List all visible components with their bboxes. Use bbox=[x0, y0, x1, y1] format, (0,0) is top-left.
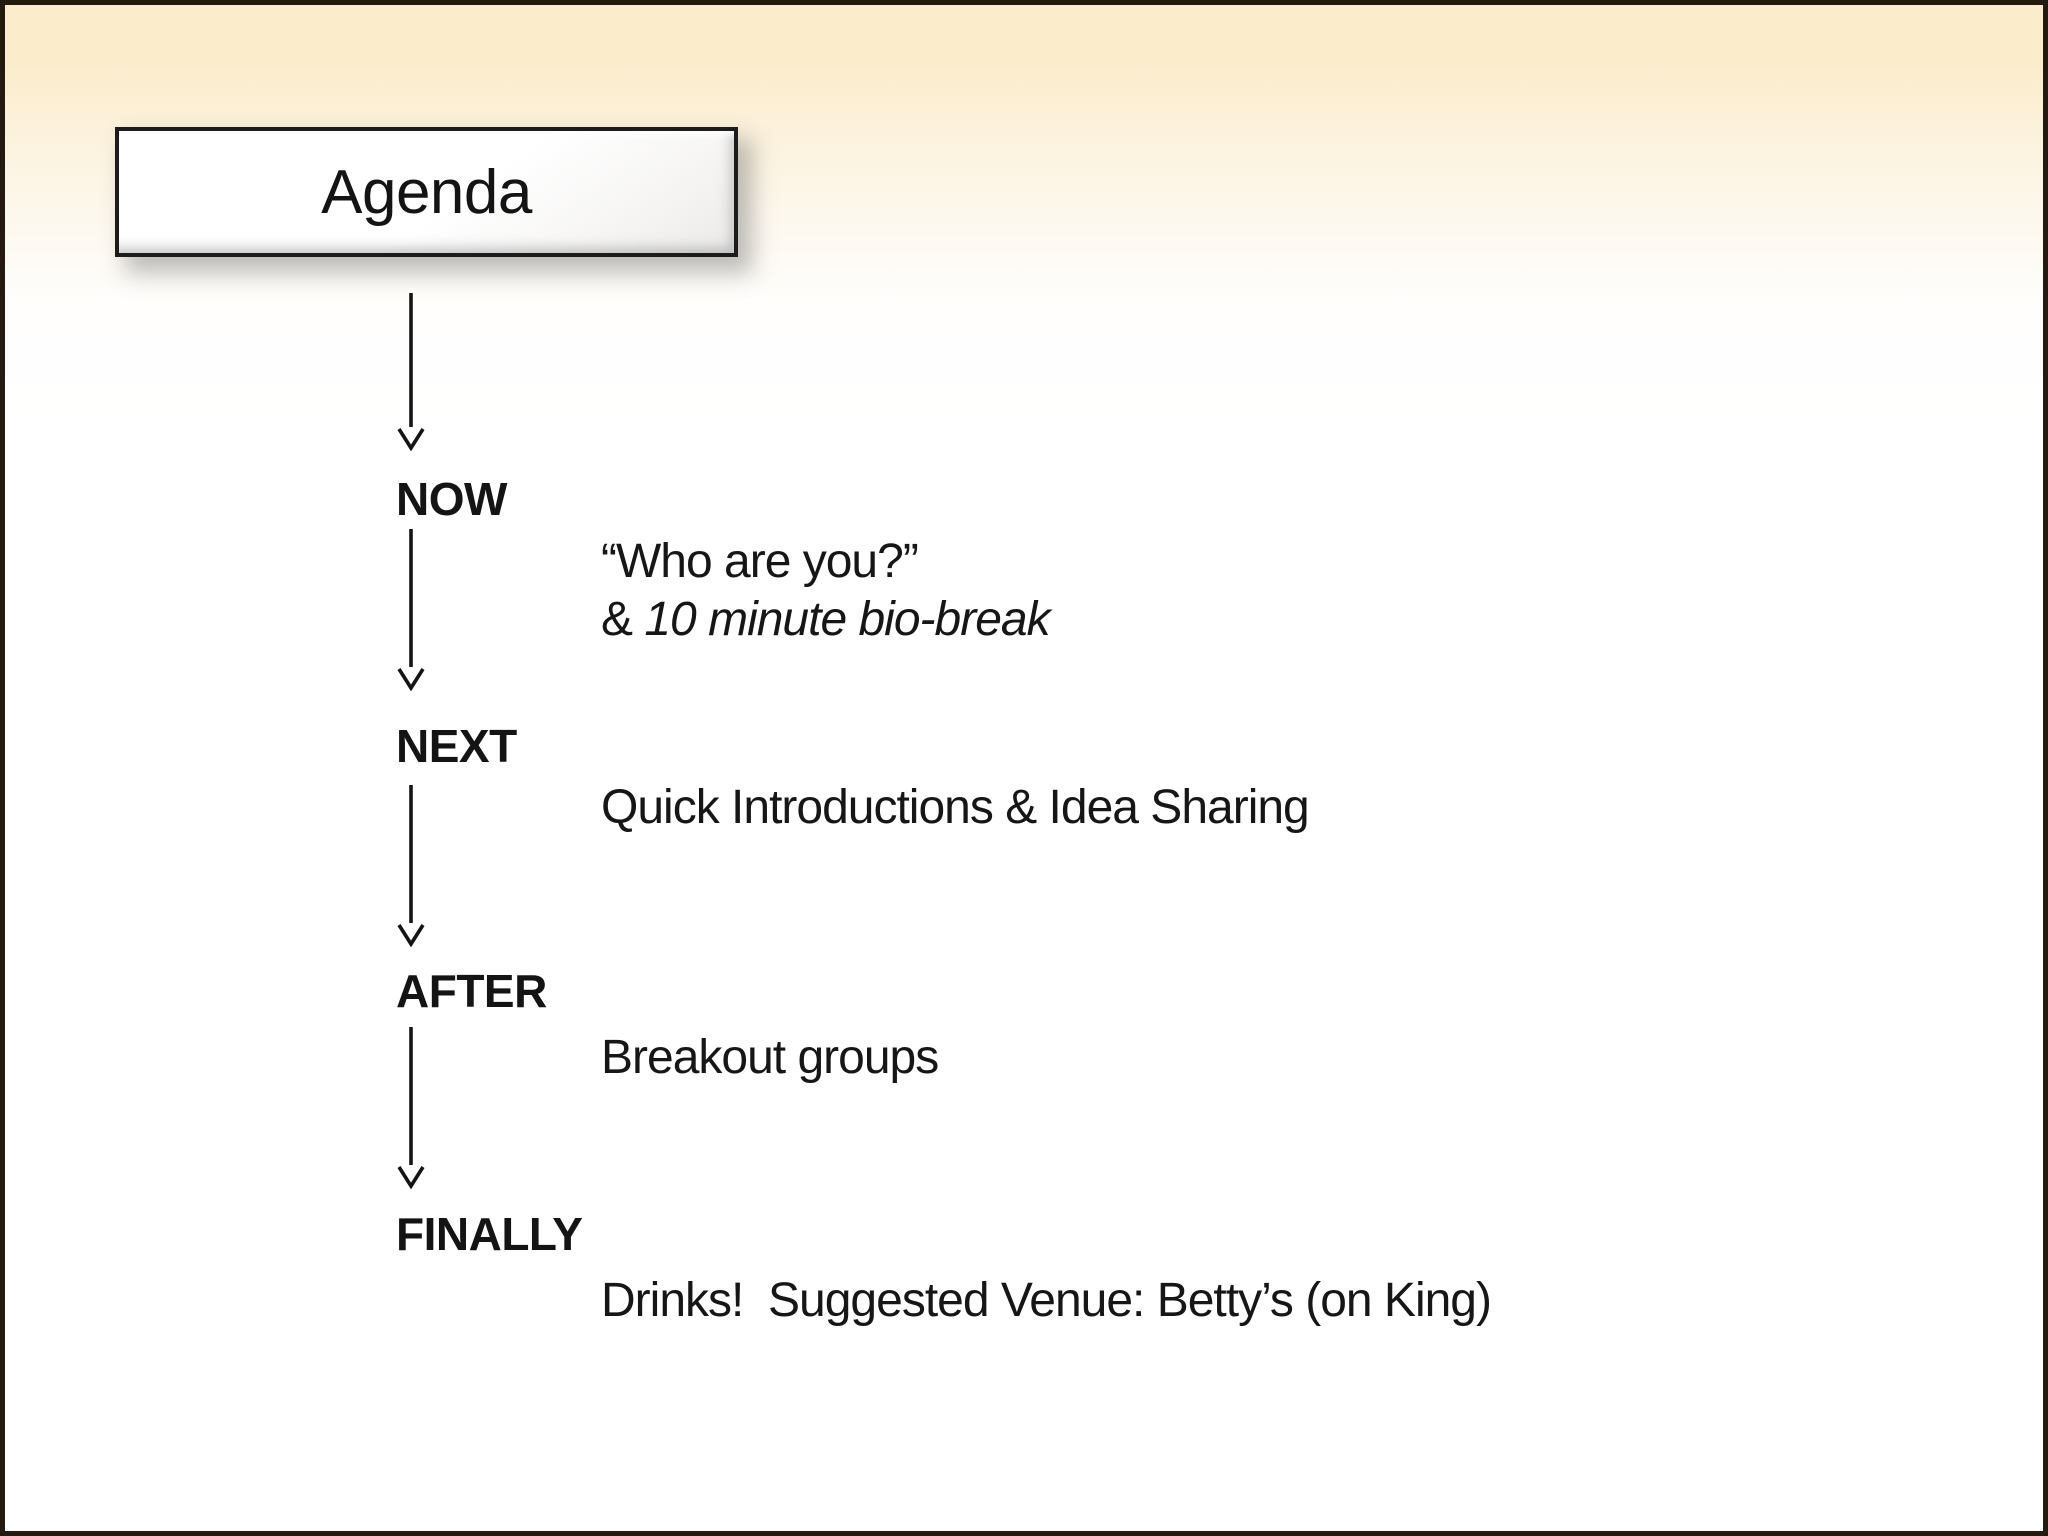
agenda-title-box: Agenda bbox=[115, 127, 738, 257]
now-detail-text: “Who are you?”& 10 minute bio-break bbox=[601, 533, 1051, 649]
finally-detail-text: Drinks! Suggested Venue: Betty’s (on Kin… bbox=[601, 1274, 1492, 1327]
down-arrow-icon bbox=[395, 1027, 427, 1189]
down-arrow-icon bbox=[395, 785, 427, 947]
step-label-now: NOW bbox=[396, 473, 507, 525]
step-label-finally: FINALLY bbox=[396, 1208, 583, 1260]
now-detail-line2-italic: 10 minute bio-break bbox=[632, 593, 1050, 646]
step-label-after: AFTER bbox=[396, 965, 547, 1017]
down-arrow-icon bbox=[395, 529, 427, 691]
after-detail-text: Breakout groups bbox=[601, 1031, 939, 1084]
now-detail-line2-prefix: & bbox=[601, 593, 633, 646]
next-detail-text: Quick Introductions & Idea Sharing bbox=[601, 781, 1310, 834]
now-detail-line1: “Who are you?” bbox=[601, 535, 919, 588]
step-label-next: NEXT bbox=[396, 720, 517, 772]
down-arrow-icon bbox=[395, 293, 427, 451]
page-title: Agenda bbox=[321, 157, 532, 227]
